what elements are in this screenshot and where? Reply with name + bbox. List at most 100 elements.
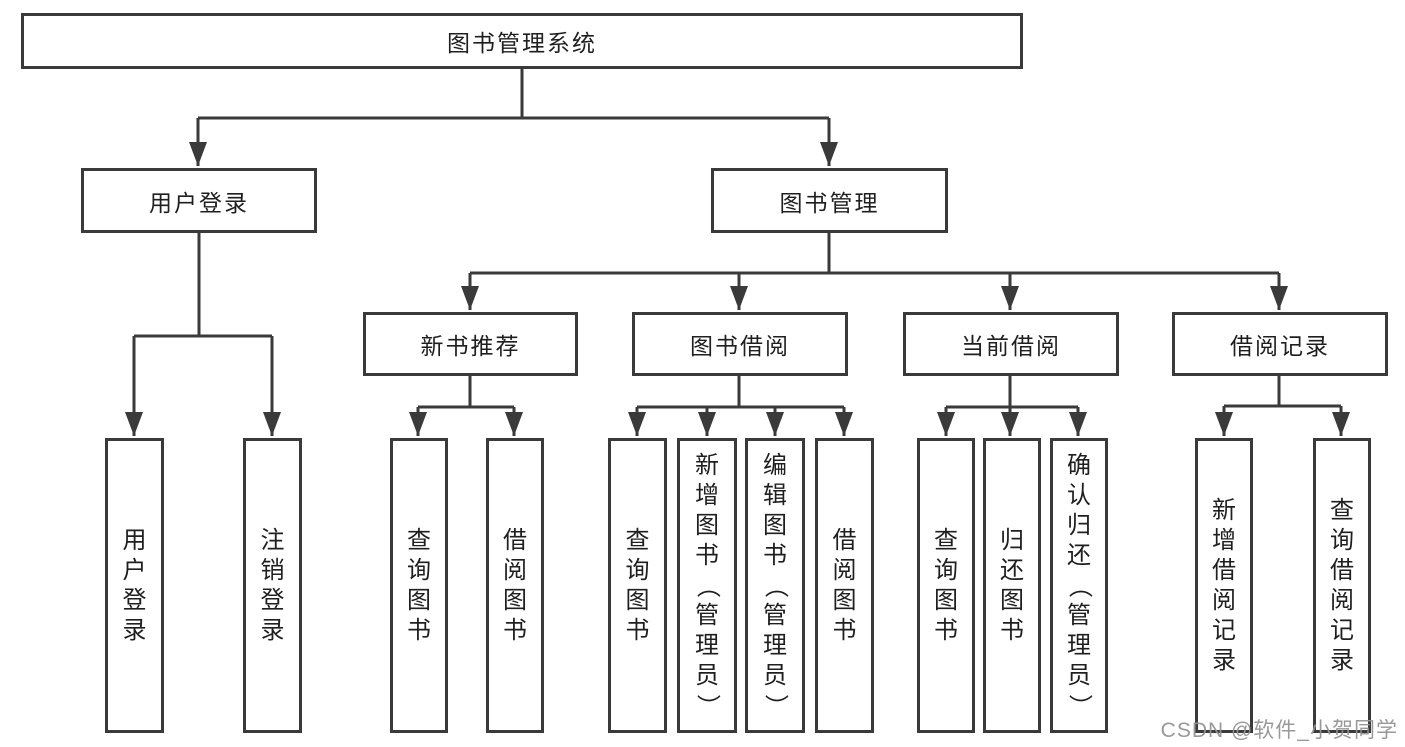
node-new-book-recommend: 新书推荐	[363, 312, 578, 376]
vertical-char: 借	[1330, 556, 1354, 584]
vertical-char: 录	[1212, 646, 1236, 674]
vertical-char: 借	[1212, 556, 1236, 584]
vertical-char: 图	[503, 586, 527, 614]
leaf-logout: 注销登录	[243, 438, 302, 733]
vertical-char: 阅	[832, 556, 857, 584]
vertical-char: 图	[695, 511, 719, 539]
leaf-query-book-borrow: 查询图书	[608, 438, 667, 733]
node-borrow-records: 借阅记录	[1172, 312, 1388, 376]
vertical-char: 增	[1212, 526, 1236, 554]
vertical-char: 书	[763, 541, 787, 569]
vertical-char: 管	[1067, 601, 1091, 629]
vertical-char: 销	[260, 556, 285, 584]
vertical-char: ）	[1066, 693, 1093, 718]
node-current-borrow: 当前借阅	[903, 312, 1119, 376]
vertical-char: 员	[763, 661, 787, 689]
node-book-borrow: 图书借阅	[632, 312, 848, 376]
vertical-char: 阅	[503, 556, 527, 584]
node-book-borrow-label: 图书借阅	[690, 333, 790, 359]
vertical-char: 理	[695, 631, 719, 659]
vertical-char: 用	[122, 526, 147, 554]
vertical-char: （	[762, 573, 789, 598]
vertical-char: 理	[1067, 631, 1091, 659]
vertical-char: 图	[625, 586, 650, 614]
leaf-confirm-return-admin: 确认归还 （ 管理员 ）	[1050, 438, 1108, 733]
node-borrow-records-label: 借阅记录	[1230, 333, 1330, 359]
vertical-char: 借	[832, 526, 857, 554]
vertical-char: ）	[762, 693, 789, 718]
vertical-char: （	[1066, 573, 1093, 598]
vertical-char: 录	[122, 616, 147, 644]
leaf-return-book: 归还图书	[983, 438, 1041, 733]
vertical-char: 归	[1000, 526, 1024, 554]
vertical-char: 查	[407, 526, 431, 554]
vertical-char: 书	[832, 616, 857, 644]
vertical-char: 新	[695, 451, 719, 479]
vertical-char: 记	[1212, 616, 1236, 644]
leaf-user-login: 用户登录	[105, 438, 164, 733]
vertical-char: 理	[763, 631, 787, 659]
vertical-char: 书	[625, 616, 650, 644]
vertical-char: 书	[1000, 616, 1024, 644]
vertical-char: 还	[1000, 556, 1024, 584]
leaf-add-book-admin: 新增图书 （ 管理员 ）	[677, 438, 737, 733]
vertical-char: 图	[1000, 586, 1024, 614]
vertical-char: 员	[695, 661, 719, 689]
node-current-borrow-label: 当前借阅	[961, 333, 1061, 359]
node-book-management: 图书管理	[711, 168, 948, 233]
leaf-query-book-newbook: 查询图书	[390, 438, 448, 733]
vertical-char: 录	[260, 616, 285, 644]
vertical-char: 书	[934, 616, 958, 644]
vertical-char: 图	[763, 511, 787, 539]
vertical-char: 确	[1067, 451, 1091, 479]
vertical-char: 认	[1067, 481, 1091, 509]
vertical-char: 记	[1330, 616, 1354, 644]
vertical-char: 户	[122, 556, 147, 584]
vertical-char: 查	[625, 526, 650, 554]
vertical-char: 管	[695, 601, 719, 629]
vertical-char: 图	[832, 586, 857, 614]
node-user-login-label: 用户登录	[149, 189, 249, 216]
vertical-char: 管	[763, 601, 787, 629]
vertical-char: 注	[260, 526, 285, 554]
vertical-char: 还	[1067, 541, 1091, 569]
vertical-char: 新	[1212, 496, 1236, 524]
vertical-char: 借	[503, 526, 527, 554]
vertical-char: 询	[625, 556, 650, 584]
vertical-char: 编	[763, 451, 787, 479]
vertical-char: 询	[1330, 526, 1354, 554]
vertical-char: 查	[1330, 496, 1354, 524]
vertical-char: 查	[934, 526, 958, 554]
leaf-add-borrow-record: 新增借阅记录	[1195, 438, 1253, 733]
node-user-login: 用户登录	[81, 168, 317, 233]
leaf-query-borrow-record: 查询借阅记录	[1313, 438, 1371, 733]
vertical-char: 书	[503, 616, 527, 644]
vertical-char: 归	[1067, 511, 1091, 539]
vertical-char: 增	[695, 481, 719, 509]
vertical-char: 书	[695, 541, 719, 569]
node-book-management-label: 图书管理	[779, 189, 880, 216]
watermark: CSDN @软件_小贺同学	[1160, 719, 1398, 742]
vertical-char: 询	[407, 556, 431, 584]
vertical-char: 询	[934, 556, 958, 584]
vertical-char: 书	[407, 616, 431, 644]
leaf-borrow-book-newbook: 借阅图书	[486, 438, 544, 733]
leaf-edit-book-admin: 编辑图书 （ 管理员 ）	[745, 438, 805, 733]
vertical-char: 辑	[763, 481, 787, 509]
vertical-char: 登	[260, 586, 285, 614]
node-root-library-system: 图书管理系统	[21, 13, 1023, 69]
vertical-char: （	[694, 573, 721, 598]
vertical-char: 录	[1330, 646, 1354, 674]
node-new-book-recommend-label: 新书推荐	[420, 333, 521, 359]
vertical-char: 阅	[1330, 586, 1354, 614]
vertical-char: 图	[934, 586, 958, 614]
leaf-query-book-current: 查询图书	[917, 438, 975, 733]
vertical-char: 登	[122, 586, 147, 614]
vertical-char: ）	[694, 693, 721, 718]
vertical-char: 员	[1067, 661, 1091, 689]
vertical-char: 阅	[1212, 586, 1236, 614]
node-root-label: 图书管理系统	[447, 30, 597, 56]
vertical-char: 图	[407, 586, 431, 614]
